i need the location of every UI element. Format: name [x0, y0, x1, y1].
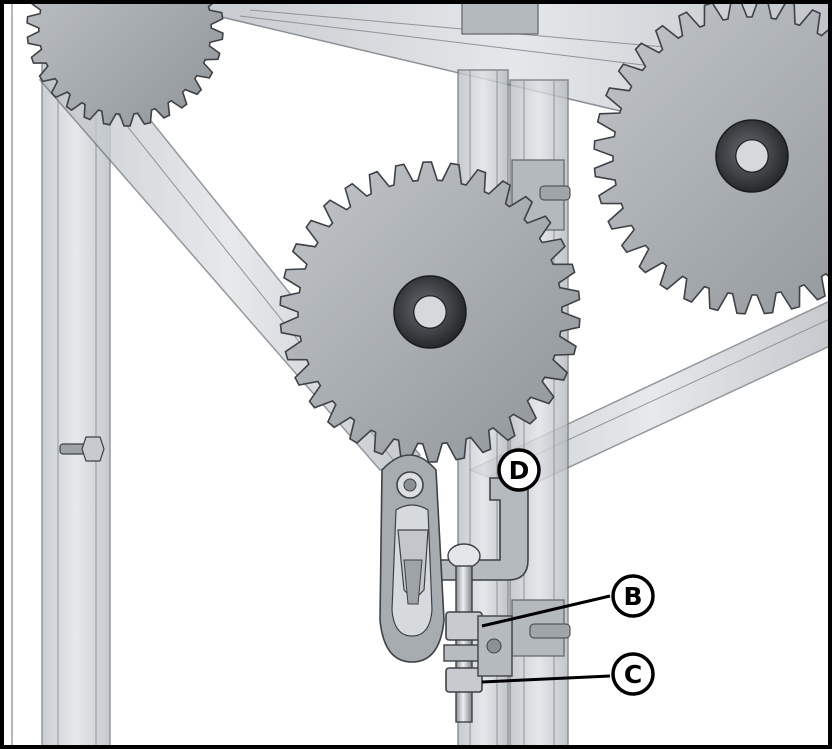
- sprocket-top-left-teeth: [26, 0, 224, 127]
- leader-b: [481, 594, 611, 628]
- callout-leaders: [481, 594, 611, 684]
- callout-d-letter: D: [509, 456, 530, 485]
- left-post-bolt: [59, 436, 105, 462]
- sprocket-right-teeth: [593, 0, 832, 315]
- callout-c: C: [611, 652, 655, 696]
- callout-c-letter: C: [624, 660, 642, 689]
- tensioner-assembly: [379, 454, 529, 723]
- sprockets: [26, 0, 832, 463]
- nut-b: [445, 611, 483, 641]
- sprocket-right: [593, 0, 832, 315]
- threaded-rod: [455, 565, 473, 723]
- leader-c: [481, 674, 611, 684]
- callout-d: D: [497, 448, 541, 492]
- callout-b-letter: B: [623, 582, 642, 611]
- sprocket-center: [279, 161, 581, 463]
- sprocket-center-bore: [413, 295, 447, 329]
- l-bracket: [439, 477, 529, 581]
- nut-c: [445, 667, 483, 693]
- sprocket-top-left: [26, 0, 224, 127]
- sprocket-right-bore: [735, 139, 769, 173]
- callout-b: B: [611, 574, 655, 618]
